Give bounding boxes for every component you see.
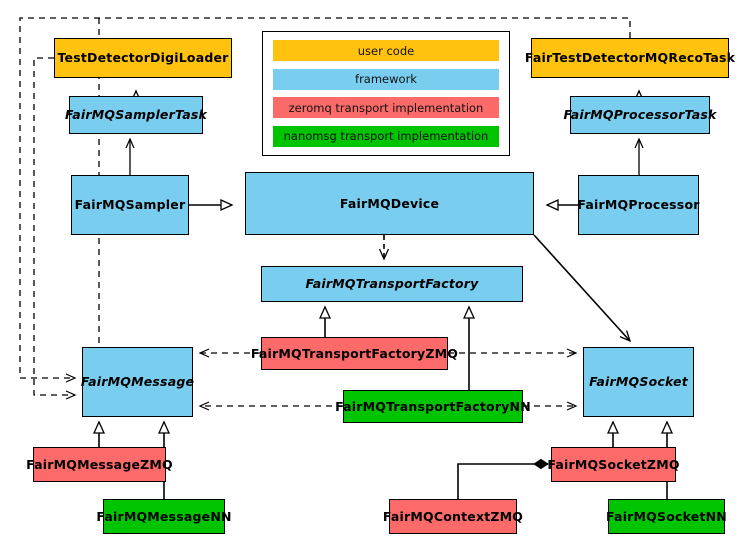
class-box-fairmqsamplertask[interactable]: FairMQSamplerTask [65,96,207,134]
class-box-fairmqtransportfactoryzmq[interactable]: FairMQTransportFactoryZMQ [251,337,458,370]
legend-item-user-code: user code [273,40,499,61]
class-box-testdetectordigiloader[interactable]: TestDetectorDigiLoader [54,38,232,78]
class-box-fairmqprocessor[interactable]: FairMQProcessor [577,175,699,235]
edge-contextzmq-socketzmq [457,458,549,499]
legend-item-framework: framework [273,68,499,90]
class-box-fairmqprocessortask[interactable]: FairMQProcessorTask [563,96,716,134]
class-box-fairmqdevice[interactable]: FairMQDevice [245,172,534,235]
legend-item-zeromq: zeromq transport implementation [273,97,499,119]
class-box-fairmqsampler[interactable]: FairMQSampler [71,175,189,235]
class-box-fairtestdetectormqrecotask[interactable]: FairTestDetectorMQRecoTask [525,38,735,78]
legend-item-nanomsg: nanomsg transport implementation [273,125,499,147]
edge-recotask-message [19,17,631,383]
class-box-fairmqcontextzmq[interactable]: FairMQContextZMQ [383,499,523,534]
edge-digiloader-message [33,57,77,400]
class-box-fairmqmessagenn[interactable]: FairMQMessageNN [96,499,231,534]
edge-device-socket [533,234,632,343]
class-box-fairmqtransportfactorynn[interactable]: FairMQTransportFactoryNN [335,390,531,423]
class-box-fairmqsocket[interactable]: FairMQSocket [583,347,694,417]
legend-panel: user code framework zeromq transport imp… [262,31,510,156]
class-box-fairmqsocketnn[interactable]: FairMQSocketNN [606,499,727,534]
class-box-fairmqmessage[interactable]: FairMQMessage [81,347,194,417]
class-box-fairmqsocketzmq[interactable]: FairMQSocketZMQ [547,447,679,482]
class-box-fairmqmessagezmq[interactable]: FairMQMessageZMQ [26,447,173,482]
class-box-fairmqtransportfactory[interactable]: FairMQTransportFactory [261,266,523,302]
